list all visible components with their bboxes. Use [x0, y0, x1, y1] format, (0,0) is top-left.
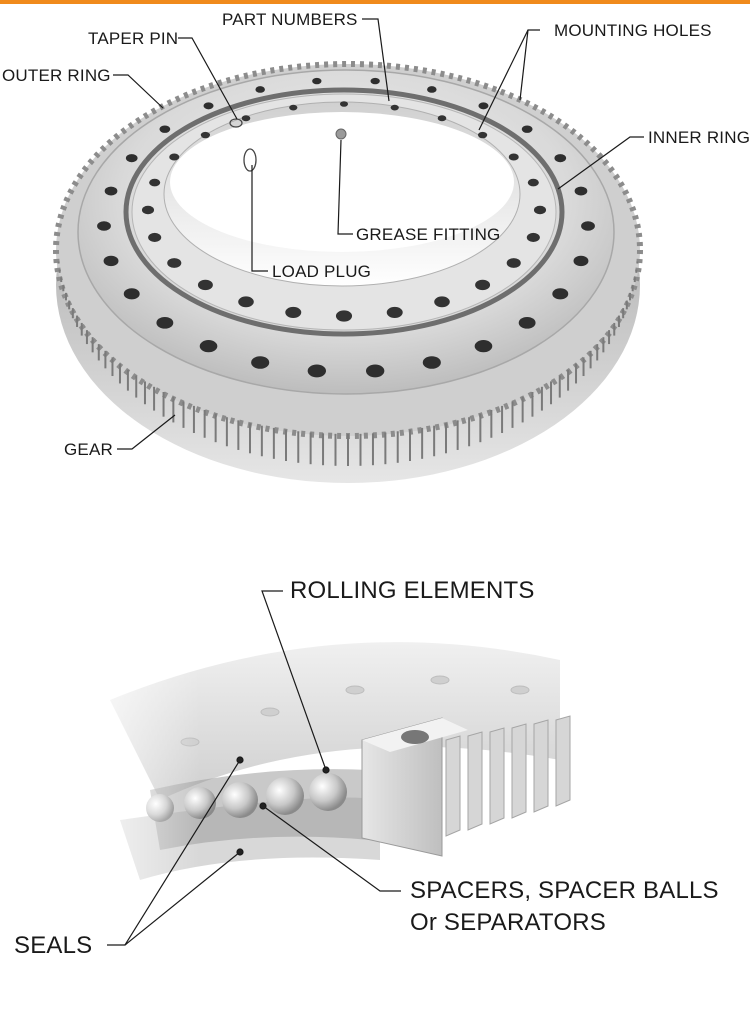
mounting-hole [390, 104, 399, 111]
mounting-hole [508, 153, 519, 161]
rolling-ball [309, 773, 347, 811]
rolling-ball [222, 782, 258, 818]
cutaway-hole [345, 685, 365, 695]
mounting-hole [149, 178, 161, 187]
mounting-hole [335, 310, 353, 322]
mounting-hole [574, 186, 588, 196]
load-plug-marker [243, 148, 257, 172]
bearing-cutaway [60, 600, 571, 900]
mounting-hole [104, 186, 118, 196]
mounting-hole [527, 178, 539, 187]
mounting-hole [552, 288, 569, 300]
mounting-hole [339, 101, 349, 107]
mounting-hole [533, 205, 547, 215]
bearing-top [53, 61, 643, 483]
mounting-hole [148, 232, 162, 242]
mounting-hole [167, 258, 182, 268]
mounting-hole [307, 364, 327, 378]
label-grease-fitting: GREASE FITTING [356, 225, 501, 244]
mounting-hole [474, 340, 493, 353]
label-part-numbers: PART NUMBERS [222, 10, 358, 29]
label-spacers-line1: SPACERS, SPACER BALLS [410, 877, 719, 904]
cutaway-gear-tooth [555, 715, 571, 807]
cutaway-hole [510, 685, 530, 695]
mounting-hole [422, 356, 441, 369]
cutaway-gear-tooth [511, 723, 527, 819]
bore-opening [170, 112, 514, 252]
label-seals: SEALS [14, 932, 93, 959]
mounting-hole [285, 306, 302, 318]
mounting-hole [427, 86, 437, 93]
mounting-hole [365, 364, 385, 378]
cutaway-gear-tooth [467, 731, 483, 831]
accent-top-bar [0, 0, 750, 4]
label-mounting-holes: MOUNTING HOLES [554, 21, 712, 40]
cutaway-gear-tooth [489, 727, 505, 825]
mounting-hole [255, 86, 265, 93]
label-rolling-elements: ROLLING ELEMENTS [290, 577, 535, 604]
mounting-hole [123, 288, 140, 300]
gear-tooth-lines [57, 261, 639, 466]
mounting-hole [97, 221, 111, 231]
mounting-hole [238, 296, 254, 308]
mounting-hole [475, 279, 491, 291]
cutaway-gear-teeth [445, 715, 571, 837]
mounting-holes-outer [97, 77, 595, 378]
leader-lines-bottom [107, 590, 401, 946]
mounting-hole [125, 154, 138, 163]
seal-groove [123, 87, 565, 337]
mounting-holes-inner [141, 101, 547, 322]
label-outer-ring: OUTER RING [2, 66, 111, 85]
mounting-hole [526, 232, 540, 242]
mounting-hole [141, 205, 155, 215]
mounting-hole [159, 125, 171, 133]
gear-tooth-block [361, 717, 443, 857]
mounting-hole [156, 316, 174, 329]
label-inner-ring: INNER RING [648, 128, 750, 147]
grease-fitting-nipple [335, 128, 347, 140]
label-load-plug: LOAD PLUG [272, 262, 372, 281]
mounting-hole [437, 115, 447, 122]
mounting-hole [554, 154, 567, 163]
mounting-hole [370, 77, 380, 85]
mounting-hole [477, 131, 488, 139]
mounting-hole [518, 316, 536, 329]
cutaway-hole [260, 707, 280, 717]
gear-block-hole [401, 730, 429, 744]
cutaway-gear-tooth [445, 735, 461, 837]
mounting-hole [197, 279, 213, 291]
mounting-hole [581, 221, 595, 231]
mounting-hole [200, 131, 211, 139]
mounting-hole [573, 255, 589, 267]
fade-overlay [60, 600, 200, 900]
cutaway-hole [430, 675, 450, 685]
mounting-hole [506, 258, 521, 268]
mounting-hole [203, 102, 214, 110]
mounting-hole [521, 125, 533, 133]
mounting-hole [386, 306, 403, 318]
label-gear: GEAR [64, 440, 113, 459]
mounting-hole [199, 340, 218, 353]
label-spacers-line2: Or SEPARATORS [410, 909, 606, 936]
label-taper-pin: TAPER PIN [88, 29, 179, 48]
mounting-hole [103, 255, 119, 267]
mounting-hole [478, 102, 489, 110]
mounting-hole [251, 356, 270, 369]
cutaway-gear-tooth [533, 719, 549, 813]
mounting-hole [169, 153, 180, 161]
rolling-ball [266, 777, 304, 815]
mounting-hole [312, 77, 322, 85]
mounting-hole [289, 104, 298, 111]
mounting-hole [241, 115, 251, 122]
leader-lines-top [113, 18, 644, 450]
mounting-hole [434, 296, 450, 308]
taper-pin-marker [229, 118, 243, 128]
